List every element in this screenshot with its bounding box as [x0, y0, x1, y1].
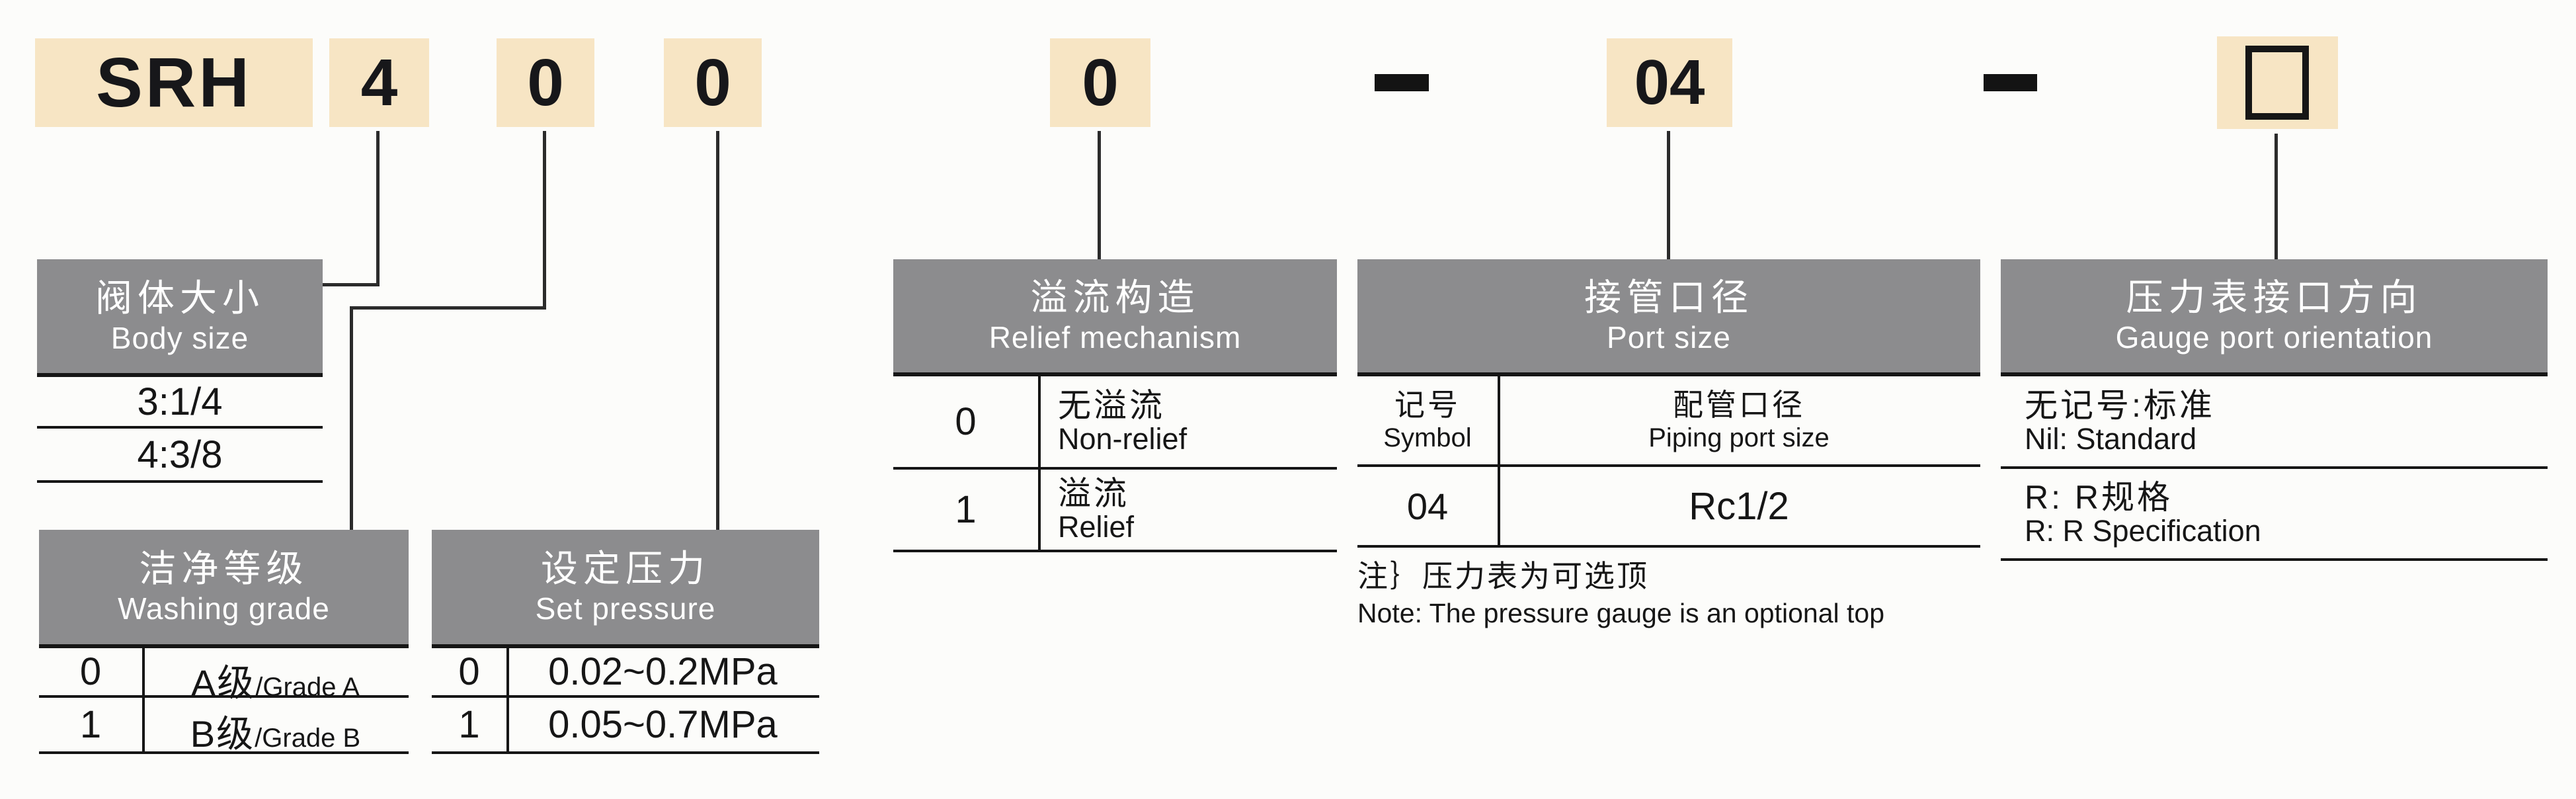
- connector-washing-horizontal: [350, 306, 546, 310]
- relief-desc-0: 无溢流 Non-relief: [1058, 376, 1336, 467]
- washing-grade-desc-1-zh: B级: [190, 713, 255, 755]
- washing-grade-desc-1-en: /Grade B: [255, 724, 361, 753]
- port-size-header: 接管口径 Port size: [1357, 259, 1980, 376]
- code-relief-box: 0: [1050, 38, 1150, 127]
- port-size-title-zh: 接管口径: [1584, 276, 1753, 319]
- dash-separator-1: [1375, 74, 1429, 91]
- port-size-symbol-04: 04: [1406, 485, 1449, 527]
- gauge-option-standard: 无记号:标准 Nil: Standard: [2001, 376, 2548, 466]
- body-size-rule-1: [37, 426, 323, 429]
- connector-gauge-vertical: [2274, 134, 2278, 259]
- code-port-size-box: 04: [1607, 38, 1732, 127]
- code-body-size-box: 4: [329, 38, 429, 127]
- gauge-placeholder-square-icon: [2245, 46, 2309, 120]
- connector-body-size-horizontal: [323, 283, 380, 286]
- body-size-title-en: Body size: [110, 320, 249, 355]
- port-size-note: 注｝压力表为可选顶 Note: The pressure gauge is an…: [1357, 557, 2019, 630]
- washing-grade-divider: [142, 648, 145, 754]
- port-size-title-en: Port size: [1607, 320, 1731, 355]
- washing-grade-code-0: 0: [79, 650, 102, 693]
- relief-rule-1: [893, 467, 1337, 470]
- port-size-divider: [1498, 376, 1500, 548]
- relief-title-en: Relief mechanism: [988, 320, 1242, 355]
- code-prefix-box: SRH: [35, 38, 313, 127]
- washing-grade-rule-2: [39, 751, 409, 754]
- washing-grade-header: 洁净等级 Washing grade: [39, 530, 409, 648]
- code-washing-grade-box: 0: [497, 38, 594, 127]
- port-size-pipe-header-zh: 配管口径: [1672, 388, 1805, 423]
- connector-set-pressure-vertical: [716, 131, 719, 530]
- body-size-row-3: 3:1/4: [137, 380, 223, 423]
- relief-rule-2: [893, 550, 1337, 552]
- relief-divider: [1038, 376, 1041, 552]
- set-pressure-range-1: 0.05~0.7MPa: [548, 703, 778, 746]
- washing-grade-desc-0: A级/Grade A: [142, 648, 409, 704]
- relief-desc-0-zh: 无溢流: [1058, 387, 1165, 425]
- relief-desc-1-en: Relief: [1058, 510, 1135, 544]
- washing-grade-title-en: Washing grade: [118, 591, 330, 626]
- port-size-rule-2: [1357, 545, 1980, 548]
- port-size-symbol-header-en: Symbol: [1383, 423, 1472, 452]
- dash-separator-2: [1984, 74, 2037, 91]
- washing-grade-rule-1: [39, 695, 409, 698]
- port-size-pipe-header: 配管口径 Piping port size: [1498, 376, 1980, 464]
- gauge-orientation-header: 压力表接口方向 Gauge port orientation: [2001, 259, 2548, 376]
- port-size-rule-1: [1357, 464, 1980, 467]
- gauge-r-spec-en: R: R Specification: [2025, 514, 2261, 548]
- set-pressure-title-en: Set pressure: [535, 591, 716, 626]
- body-size-rule-2: [37, 480, 323, 483]
- relief-code-1: 1: [955, 488, 977, 531]
- connector-body-size-vertical: [376, 131, 380, 286]
- code-set-pressure-box: 0: [664, 38, 762, 127]
- set-pressure-range-0: 0.02~0.2MPa: [548, 650, 778, 693]
- gauge-title-zh: 压力表接口方向: [2126, 276, 2423, 319]
- washing-grade-code-1: 1: [79, 703, 102, 746]
- relief-desc-0-en: Non-relief: [1058, 422, 1187, 456]
- gauge-standard-zh: 无记号:标准: [2025, 386, 2215, 424]
- connector-washing-vertical-2: [350, 306, 353, 530]
- relief-title-zh: 溢流构造: [1030, 276, 1200, 319]
- gauge-option-r-spec: R: R规格 R: R Specification: [2001, 469, 2548, 558]
- port-size-note-en: Note: The pressure gauge is an optional …: [1357, 597, 1884, 628]
- set-pressure-title-zh: 设定压力: [541, 548, 710, 590]
- gauge-title-en: Gauge port orientation: [2115, 320, 2433, 355]
- set-pressure-divider: [506, 648, 509, 754]
- connector-port-size-vertical: [1667, 131, 1670, 259]
- gauge-standard-en: Nil: Standard: [2025, 421, 2197, 456]
- port-size-pipe-header-en: Piping port size: [1648, 423, 1830, 452]
- connector-washing-vertical-1: [543, 131, 546, 310]
- set-pressure-code-0: 0: [458, 650, 480, 693]
- port-size-value-rc12: Rc1/2: [1689, 484, 1789, 528]
- set-pressure-header: 设定压力 Set pressure: [432, 530, 819, 648]
- port-size-symbol-header: 记号 Symbol: [1357, 376, 1498, 464]
- set-pressure-rule-1: [432, 695, 819, 698]
- gauge-rule-1: [2001, 466, 2548, 469]
- set-pressure-code-1: 1: [458, 703, 480, 746]
- connector-relief-vertical: [1098, 131, 1101, 259]
- body-size-header: 阀体大小 Body size: [37, 259, 323, 377]
- port-size-symbol-header-zh: 记号: [1394, 388, 1461, 423]
- relief-desc-1: 溢流 Relief: [1058, 470, 1336, 550]
- relief-desc-1-zh: 溢流: [1058, 475, 1129, 513]
- gauge-rule-2: [2001, 558, 2548, 561]
- relief-code-0: 0: [955, 400, 977, 443]
- washing-grade-title-zh: 洁净等级: [139, 548, 309, 590]
- relief-mechanism-header: 溢流构造 Relief mechanism: [893, 259, 1337, 376]
- port-size-note-zh: 注｝压力表为可选顶: [1357, 559, 1649, 593]
- washing-grade-desc-1: B级/Grade B: [142, 698, 409, 758]
- body-size-row-4: 4:3/8: [137, 433, 223, 476]
- gauge-r-spec-zh: R: R规格: [2025, 479, 2173, 517]
- body-size-title-zh: 阀体大小: [95, 276, 264, 319]
- set-pressure-rule-2: [432, 751, 819, 754]
